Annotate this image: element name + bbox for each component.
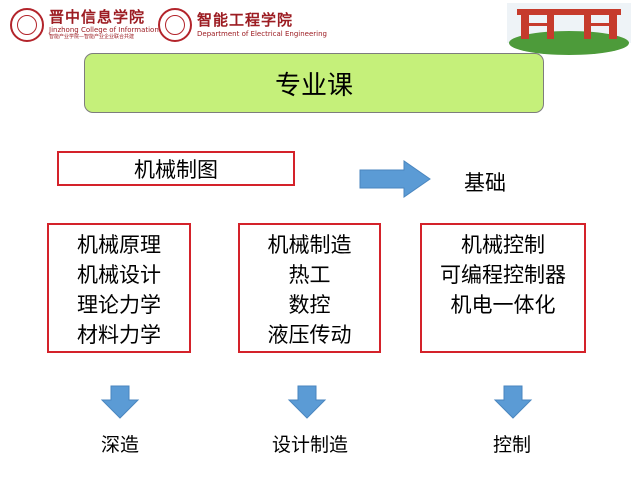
course-item: 机械设计 <box>77 263 161 287</box>
campus-gate-icon <box>507 3 631 55</box>
basic-label: 基础 <box>464 171 506 195</box>
course-group-1: 机械原理 机械设计 理论力学 材料力学 <box>47 223 191 353</box>
course-group-3: 机械控制 可编程控制器 机电一体化 <box>420 223 586 353</box>
down-arrow-icon <box>100 385 140 419</box>
course-item: 可编程控制器 <box>440 263 566 287</box>
course-item: 机械原理 <box>77 233 161 257</box>
course-item: 机电一体化 <box>450 293 556 317</box>
outcome-label-3: 控制 <box>492 434 531 456</box>
down-arrow-icon <box>287 385 327 419</box>
down-arrow-icon <box>493 385 533 419</box>
page-title: 专业课 <box>84 53 544 113</box>
course-item: 机械控制 <box>461 233 545 257</box>
department-name-en: Department of Electrical Engineering <box>197 29 327 38</box>
basic-course-box: 机械制图 <box>57 151 295 186</box>
school-name-en: Jinzhong College of Information <box>49 26 159 34</box>
department-logo: 智能工程学院 Department of Electrical Engineer… <box>158 8 327 42</box>
course-item: 理论力学 <box>77 293 161 317</box>
course-item: 液压传动 <box>267 323 352 347</box>
school-name-cn: 晋中信息学院 <box>49 8 146 26</box>
course-item: 数控 <box>288 293 331 317</box>
outcome-label-2: 设计制造 <box>271 434 348 456</box>
department-seal-icon <box>158 8 192 42</box>
school-logo: 晋中信息学院 Jinzhong College of Information 智… <box>10 8 159 42</box>
school-seal-icon <box>10 8 44 42</box>
department-name-cn: 智能工程学院 <box>197 10 294 29</box>
course-item: 热工 <box>288 263 331 287</box>
course-item: 机械制造 <box>267 233 352 257</box>
right-arrow-icon <box>359 160 431 198</box>
course-item: 材料力学 <box>77 323 161 347</box>
school-name-sub: 智能产业学院—智能产业企业联合共建 <box>49 34 135 40</box>
course-group-2: 机械制造 热工 数控 液压传动 <box>238 223 381 353</box>
outcome-label-1: 深造 <box>100 434 139 456</box>
